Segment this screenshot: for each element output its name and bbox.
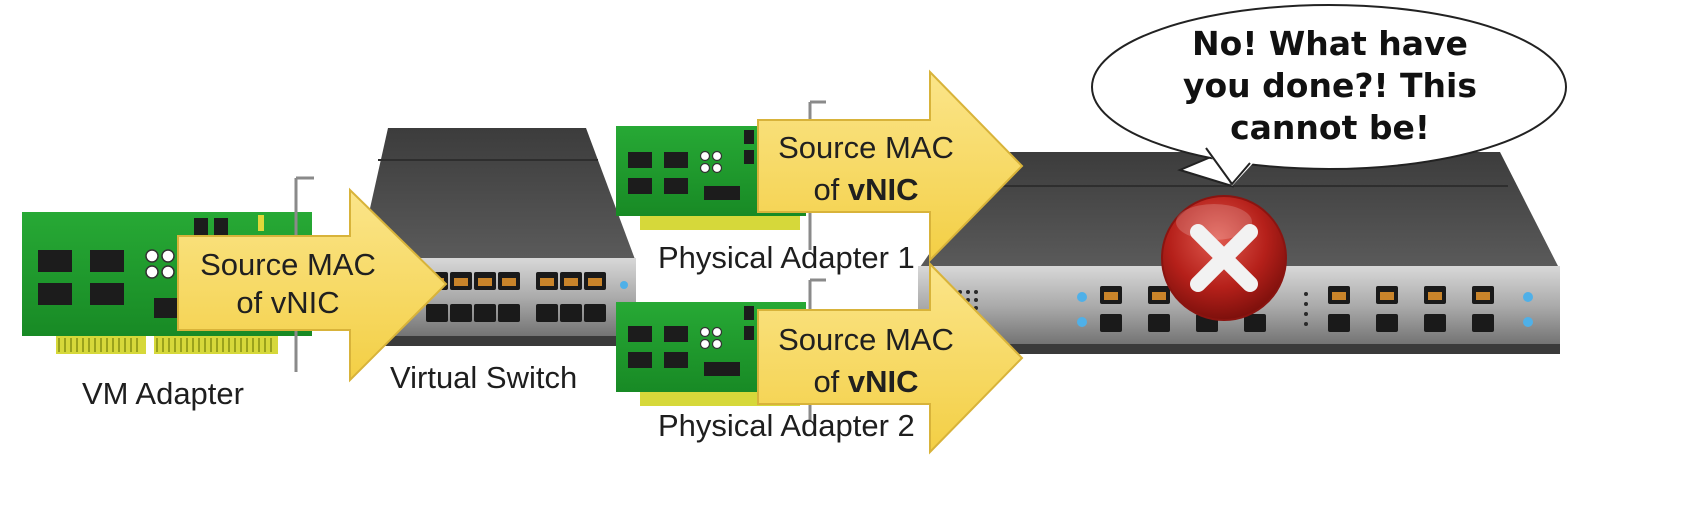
- vm-to-switch-arrow: Source MAC of vNIC: [177, 187, 448, 383]
- arrow-pa1-line2: of vNIC: [813, 172, 918, 207]
- arrow-pa1-line1: Source MAC: [778, 130, 954, 165]
- physical-adapter-2-arrow: Source MAC of vNIC: [757, 261, 1024, 455]
- physical-adapter-1-arrow: Source MAC of vNIC: [757, 69, 1024, 263]
- physical-adapter-1-label: Physical Adapter 1: [658, 240, 915, 275]
- arrow-vm-line2: of vNIC: [236, 285, 339, 320]
- arrow-vm-line1: Source MAC: [200, 247, 376, 282]
- bubble-line3: cannot be!: [1230, 108, 1430, 147]
- bubble-line1: No! What have: [1192, 24, 1468, 63]
- arrow-pa2-line1: Source MAC: [778, 322, 954, 357]
- error-x-icon: [1161, 195, 1287, 321]
- physical-adapter-2-label: Physical Adapter 2: [658, 408, 915, 443]
- vm-adapter-label: VM Adapter: [82, 376, 244, 411]
- virtual-switch-label: Virtual Switch: [390, 360, 577, 395]
- speech-bubble: No! What have you done?! This cannot be!: [1091, 4, 1567, 188]
- bubble-line2: you done?! This: [1183, 66, 1477, 105]
- arrow-pa2-line2: of vNIC: [813, 364, 918, 399]
